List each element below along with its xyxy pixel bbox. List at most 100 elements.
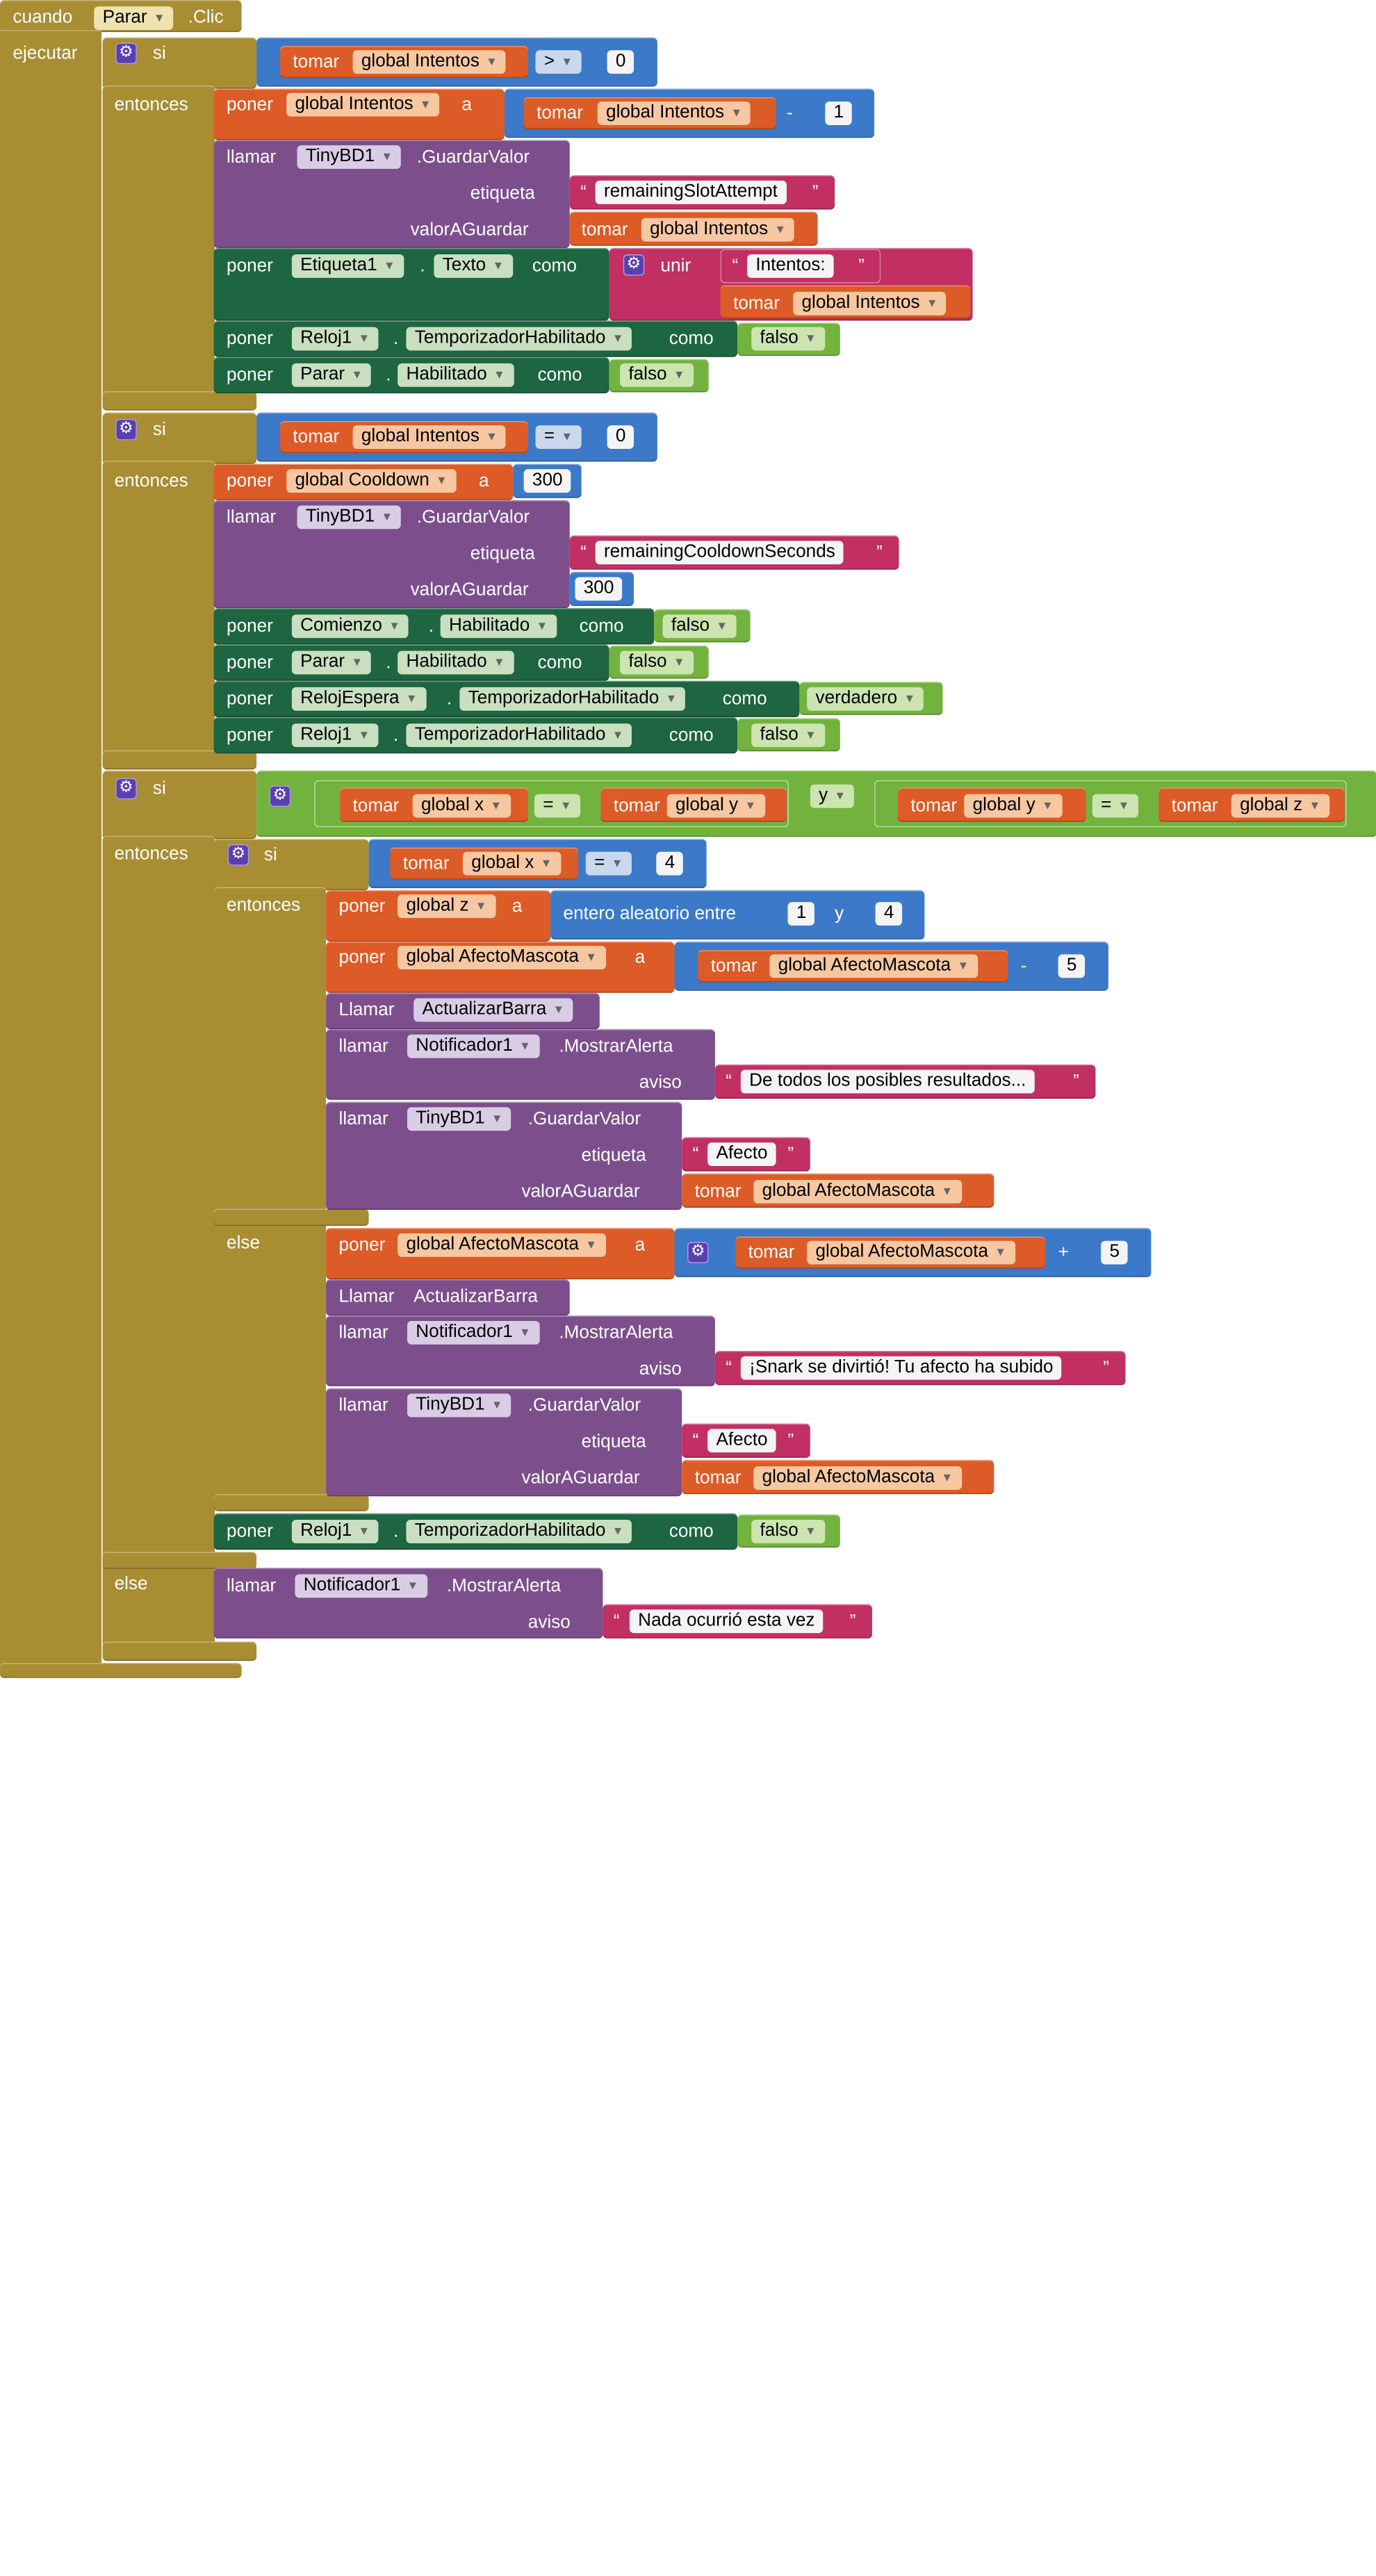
operator-dropdown-eq[interactable]: =▼ xyxy=(535,425,582,449)
variable-dropdown-afecto[interactable]: global AfectoMascota▼ xyxy=(398,946,606,969)
component-dropdown-relojespera[interactable]: RelojEspera▼ xyxy=(291,687,426,711)
variable-dropdown-x[interactable]: global x▼ xyxy=(462,851,561,876)
text-input-afecto[interactable]: Afecto xyxy=(707,1142,776,1166)
if-label: si xyxy=(263,844,277,865)
random-integer-block[interactable] xyxy=(550,890,925,940)
mutator-gear-icon[interactable] xyxy=(115,42,137,65)
number-input-4[interactable]: 4 xyxy=(875,902,903,926)
variable-dropdown-intentos[interactable]: global Intentos▼ xyxy=(352,50,507,74)
component-dropdown-parar[interactable]: Parar▼ xyxy=(291,650,372,675)
number-input-4[interactable]: 4 xyxy=(656,851,684,876)
text-input-snark[interactable]: ¡Snark se divirtió! Tu afecto ha subido xyxy=(740,1356,1062,1380)
component-dropdown-notificador[interactable]: Notificador1▼ xyxy=(295,1574,427,1598)
mutator-gear-icon[interactable] xyxy=(115,777,137,800)
component-dropdown-notificador[interactable]: Notificador1▼ xyxy=(407,1034,540,1058)
boolean-dropdown-false[interactable]: falso▼ xyxy=(662,614,737,639)
component-dropdown-tinybd[interactable]: TinyBD1▼ xyxy=(297,145,402,170)
if-block-1-bottom xyxy=(102,391,257,411)
component-dropdown-reloj1[interactable]: Reloj1▼ xyxy=(291,723,379,748)
value-label: valorAGuardar xyxy=(410,219,529,240)
component-dropdown-parar[interactable]: Parar▼ xyxy=(94,6,174,31)
operator-dropdown-eq[interactable]: =▼ xyxy=(534,794,580,818)
component-dropdown-reloj1[interactable]: Reloj1▼ xyxy=(291,1520,379,1543)
boolean-dropdown-false[interactable]: falso▼ xyxy=(620,363,694,387)
text-input-afecto[interactable]: Afecto xyxy=(707,1429,776,1453)
text-input-cooldown-seconds[interactable]: remainingCooldownSeconds xyxy=(595,541,844,565)
text-input-nada[interactable]: Nada ocurrió esta vez xyxy=(629,1609,824,1634)
text-input-slot[interactable]: remainingSlotAttempt xyxy=(595,180,787,204)
variable-dropdown-afecto[interactable]: global AfectoMascota▼ xyxy=(398,1233,606,1257)
property-dropdown-enabled[interactable]: Habilitado▼ xyxy=(398,650,514,675)
tag-label: etiqueta xyxy=(470,543,535,564)
number-input-5[interactable]: 5 xyxy=(1101,1240,1129,1265)
variable-dropdown-intentos[interactable]: global Intentos▼ xyxy=(597,101,751,125)
variable-dropdown-intentos[interactable]: global Intentos▼ xyxy=(641,218,795,242)
text-input-todos[interactable]: De todos los posibles resultados... xyxy=(740,1069,1035,1094)
variable-dropdown-afecto[interactable]: global AfectoMascota▼ xyxy=(753,1466,962,1490)
variable-dropdown-y[interactable]: global y▼ xyxy=(964,794,1063,818)
operator-dropdown-eq[interactable]: =▼ xyxy=(1092,794,1138,818)
mutator-gear-icon[interactable] xyxy=(687,1241,709,1263)
close-quote: ” xyxy=(849,1610,856,1631)
component-dropdown-tinybd[interactable]: TinyBD1▼ xyxy=(407,1107,511,1131)
variable-dropdown-z[interactable]: global z▼ xyxy=(1231,794,1329,818)
component-dropdown-notificador[interactable]: Notificador1▼ xyxy=(407,1320,540,1345)
mutator-gear-icon[interactable] xyxy=(623,254,645,276)
text-input-intentos-label[interactable]: Intentos: xyxy=(747,254,834,278)
operator-dropdown-eq[interactable]: =▼ xyxy=(585,851,632,876)
setter-block-etiqueta1-texto[interactable] xyxy=(213,247,609,321)
variable-dropdown-afecto[interactable]: global AfectoMascota▼ xyxy=(807,1240,1015,1265)
number-input-300[interactable]: 300 xyxy=(575,577,623,601)
component-dropdown-tinybd[interactable]: TinyBD1▼ xyxy=(407,1393,511,1418)
boolean-dropdown-false[interactable]: falso▼ xyxy=(751,327,826,351)
procedure-dropdown-actualizarbarra[interactable]: ActualizarBarra▼ xyxy=(413,998,573,1022)
property-dropdown-timer[interactable]: TemporizadorHabilitado▼ xyxy=(406,327,632,351)
number-input-1[interactable]: 1 xyxy=(825,101,853,125)
number-input-5[interactable]: 5 xyxy=(1058,954,1086,978)
boolean-dropdown-false[interactable]: falso▼ xyxy=(751,1520,826,1543)
property-dropdown-texto[interactable]: Texto▼ xyxy=(434,254,513,278)
boolean-dropdown-false[interactable]: falso▼ xyxy=(751,723,826,748)
boolean-dropdown-false[interactable]: falso▼ xyxy=(620,650,694,675)
component-dropdown-etiqueta1[interactable]: Etiqueta1▼ xyxy=(291,254,404,278)
method-label: .GuardarValor xyxy=(527,1395,641,1416)
property-dropdown-timer[interactable]: TemporizadorHabilitado▼ xyxy=(406,723,632,748)
variable-dropdown-intentos[interactable]: global Intentos▼ xyxy=(286,92,440,117)
variable-dropdown-intentos[interactable]: global Intentos▼ xyxy=(793,291,947,315)
if-block-3-spine xyxy=(102,835,215,1659)
component-dropdown-comienzo[interactable]: Comienzo▼ xyxy=(291,614,409,639)
value-label: valorAGuardar xyxy=(521,1467,640,1488)
variable-dropdown-afecto[interactable]: global AfectoMascota▼ xyxy=(753,1179,962,1204)
call-procedure-actualizarbarra[interactable] xyxy=(326,1279,570,1316)
mutator-gear-icon[interactable] xyxy=(269,785,291,807)
variable-dropdown-y[interactable]: global y▼ xyxy=(666,794,765,818)
number-input-1[interactable]: 1 xyxy=(787,902,815,926)
setter-block-comienzo-enabled[interactable] xyxy=(213,608,655,645)
property-dropdown-timer[interactable]: TemporizadorHabilitado▼ xyxy=(406,1520,632,1543)
dot-separator: . xyxy=(420,255,425,276)
logic-operator-dropdown-and[interactable]: y▼ xyxy=(810,784,855,808)
component-dropdown-reloj1[interactable]: Reloj1▼ xyxy=(291,327,379,351)
number-input-0[interactable]: 0 xyxy=(607,50,634,74)
open-quote: “ xyxy=(726,1357,732,1378)
variable-dropdown-cooldown[interactable]: global Cooldown▼ xyxy=(286,469,457,493)
component-dropdown-parar[interactable]: Parar▼ xyxy=(291,363,372,387)
mutator-gear-icon[interactable] xyxy=(115,418,137,441)
component-dropdown-tinybd[interactable]: TinyBD1▼ xyxy=(297,505,402,530)
property-dropdown-timer[interactable]: TemporizadorHabilitado▼ xyxy=(459,687,686,711)
number-input-0[interactable]: 0 xyxy=(607,425,634,449)
mutator-gear-icon[interactable] xyxy=(227,843,249,866)
number-input-300[interactable]: 300 xyxy=(523,469,571,493)
operator-dropdown-gt[interactable]: >▼ xyxy=(535,50,582,74)
variable-dropdown-z[interactable]: global z▼ xyxy=(398,894,495,919)
variable-dropdown-afecto[interactable]: global AfectoMascota▼ xyxy=(769,954,978,978)
get-label: tomar xyxy=(613,795,660,816)
to-label: a xyxy=(511,895,523,917)
property-dropdown-enabled[interactable]: Habilitado▼ xyxy=(440,614,557,639)
property-dropdown-enabled[interactable]: Habilitado▼ xyxy=(398,363,514,387)
boolean-dropdown-true[interactable]: verdadero▼ xyxy=(807,687,924,711)
variable-dropdown-intentos[interactable]: global Intentos▼ xyxy=(352,425,507,449)
set-label: poner xyxy=(227,94,273,115)
call-label: llamar xyxy=(227,507,277,527)
variable-dropdown-x[interactable]: global x▼ xyxy=(412,794,511,818)
